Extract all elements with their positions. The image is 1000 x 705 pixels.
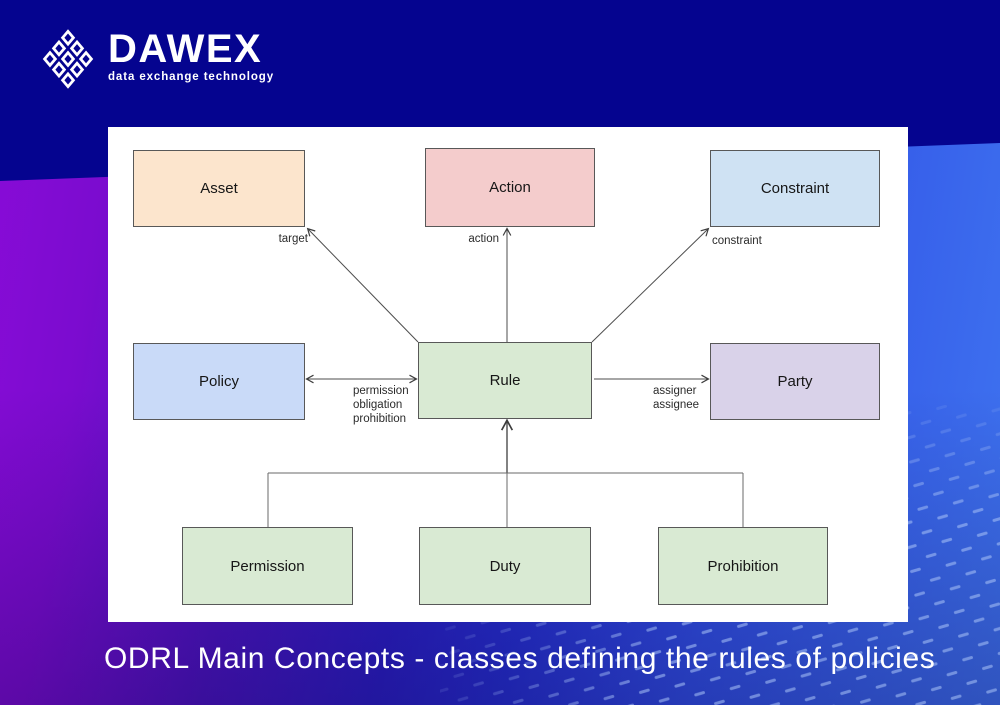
edge-label-assignee: assignee: [653, 399, 700, 411]
dawex-diamond-lattice-icon: [38, 28, 98, 90]
edge-label-constraint: constraint: [712, 235, 762, 247]
node-rule: Rule: [418, 342, 592, 419]
node-action-label: Action: [489, 179, 531, 196]
node-prohibition: Prohibition: [658, 527, 828, 605]
edge-label-permission: permission: [353, 385, 409, 397]
node-action: Action: [425, 148, 595, 227]
edge-label-target: target: [278, 233, 308, 245]
edge-rule-asset: [306, 227, 419, 343]
node-party: Party: [710, 343, 880, 420]
edge-rule-constraint: [591, 227, 710, 343]
slide-caption: ODRL Main Concepts - classes defining th…: [104, 642, 936, 675]
node-permission-label: Permission: [230, 557, 305, 575]
node-prohibition-label: Prohibition: [707, 557, 779, 575]
edge-label-assigner: assigner: [653, 385, 697, 397]
edge-label-rule-party: assigner assignee: [653, 384, 699, 412]
node-duty-label: Duty: [489, 557, 521, 575]
diagram-panel: Asset Action Constraint Policy Rule Part…: [108, 127, 908, 622]
node-constraint-label: Constraint: [760, 180, 830, 197]
edge-label-obligation: obligation: [353, 399, 403, 411]
brand-tagline: data exchange technology: [108, 71, 275, 83]
node-party-label: Party: [777, 373, 813, 390]
node-permission: Permission: [182, 527, 353, 605]
edge-label-action: action: [468, 233, 499, 245]
brand-header: DAWEX data exchange technology: [38, 28, 274, 90]
node-policy: Policy: [133, 343, 305, 420]
node-policy-label: Policy: [198, 373, 239, 390]
node-rule-label: Rule: [489, 372, 521, 389]
edge-label-policy-rule: permission obligation prohibition: [353, 384, 409, 426]
edge-label-prohibition: prohibition: [353, 413, 407, 425]
node-constraint: Constraint: [710, 150, 880, 227]
node-asset: Asset: [133, 150, 305, 227]
node-asset-label: Asset: [200, 180, 238, 197]
brand-name: DAWEX: [108, 27, 263, 71]
node-duty: Duty: [419, 527, 591, 605]
